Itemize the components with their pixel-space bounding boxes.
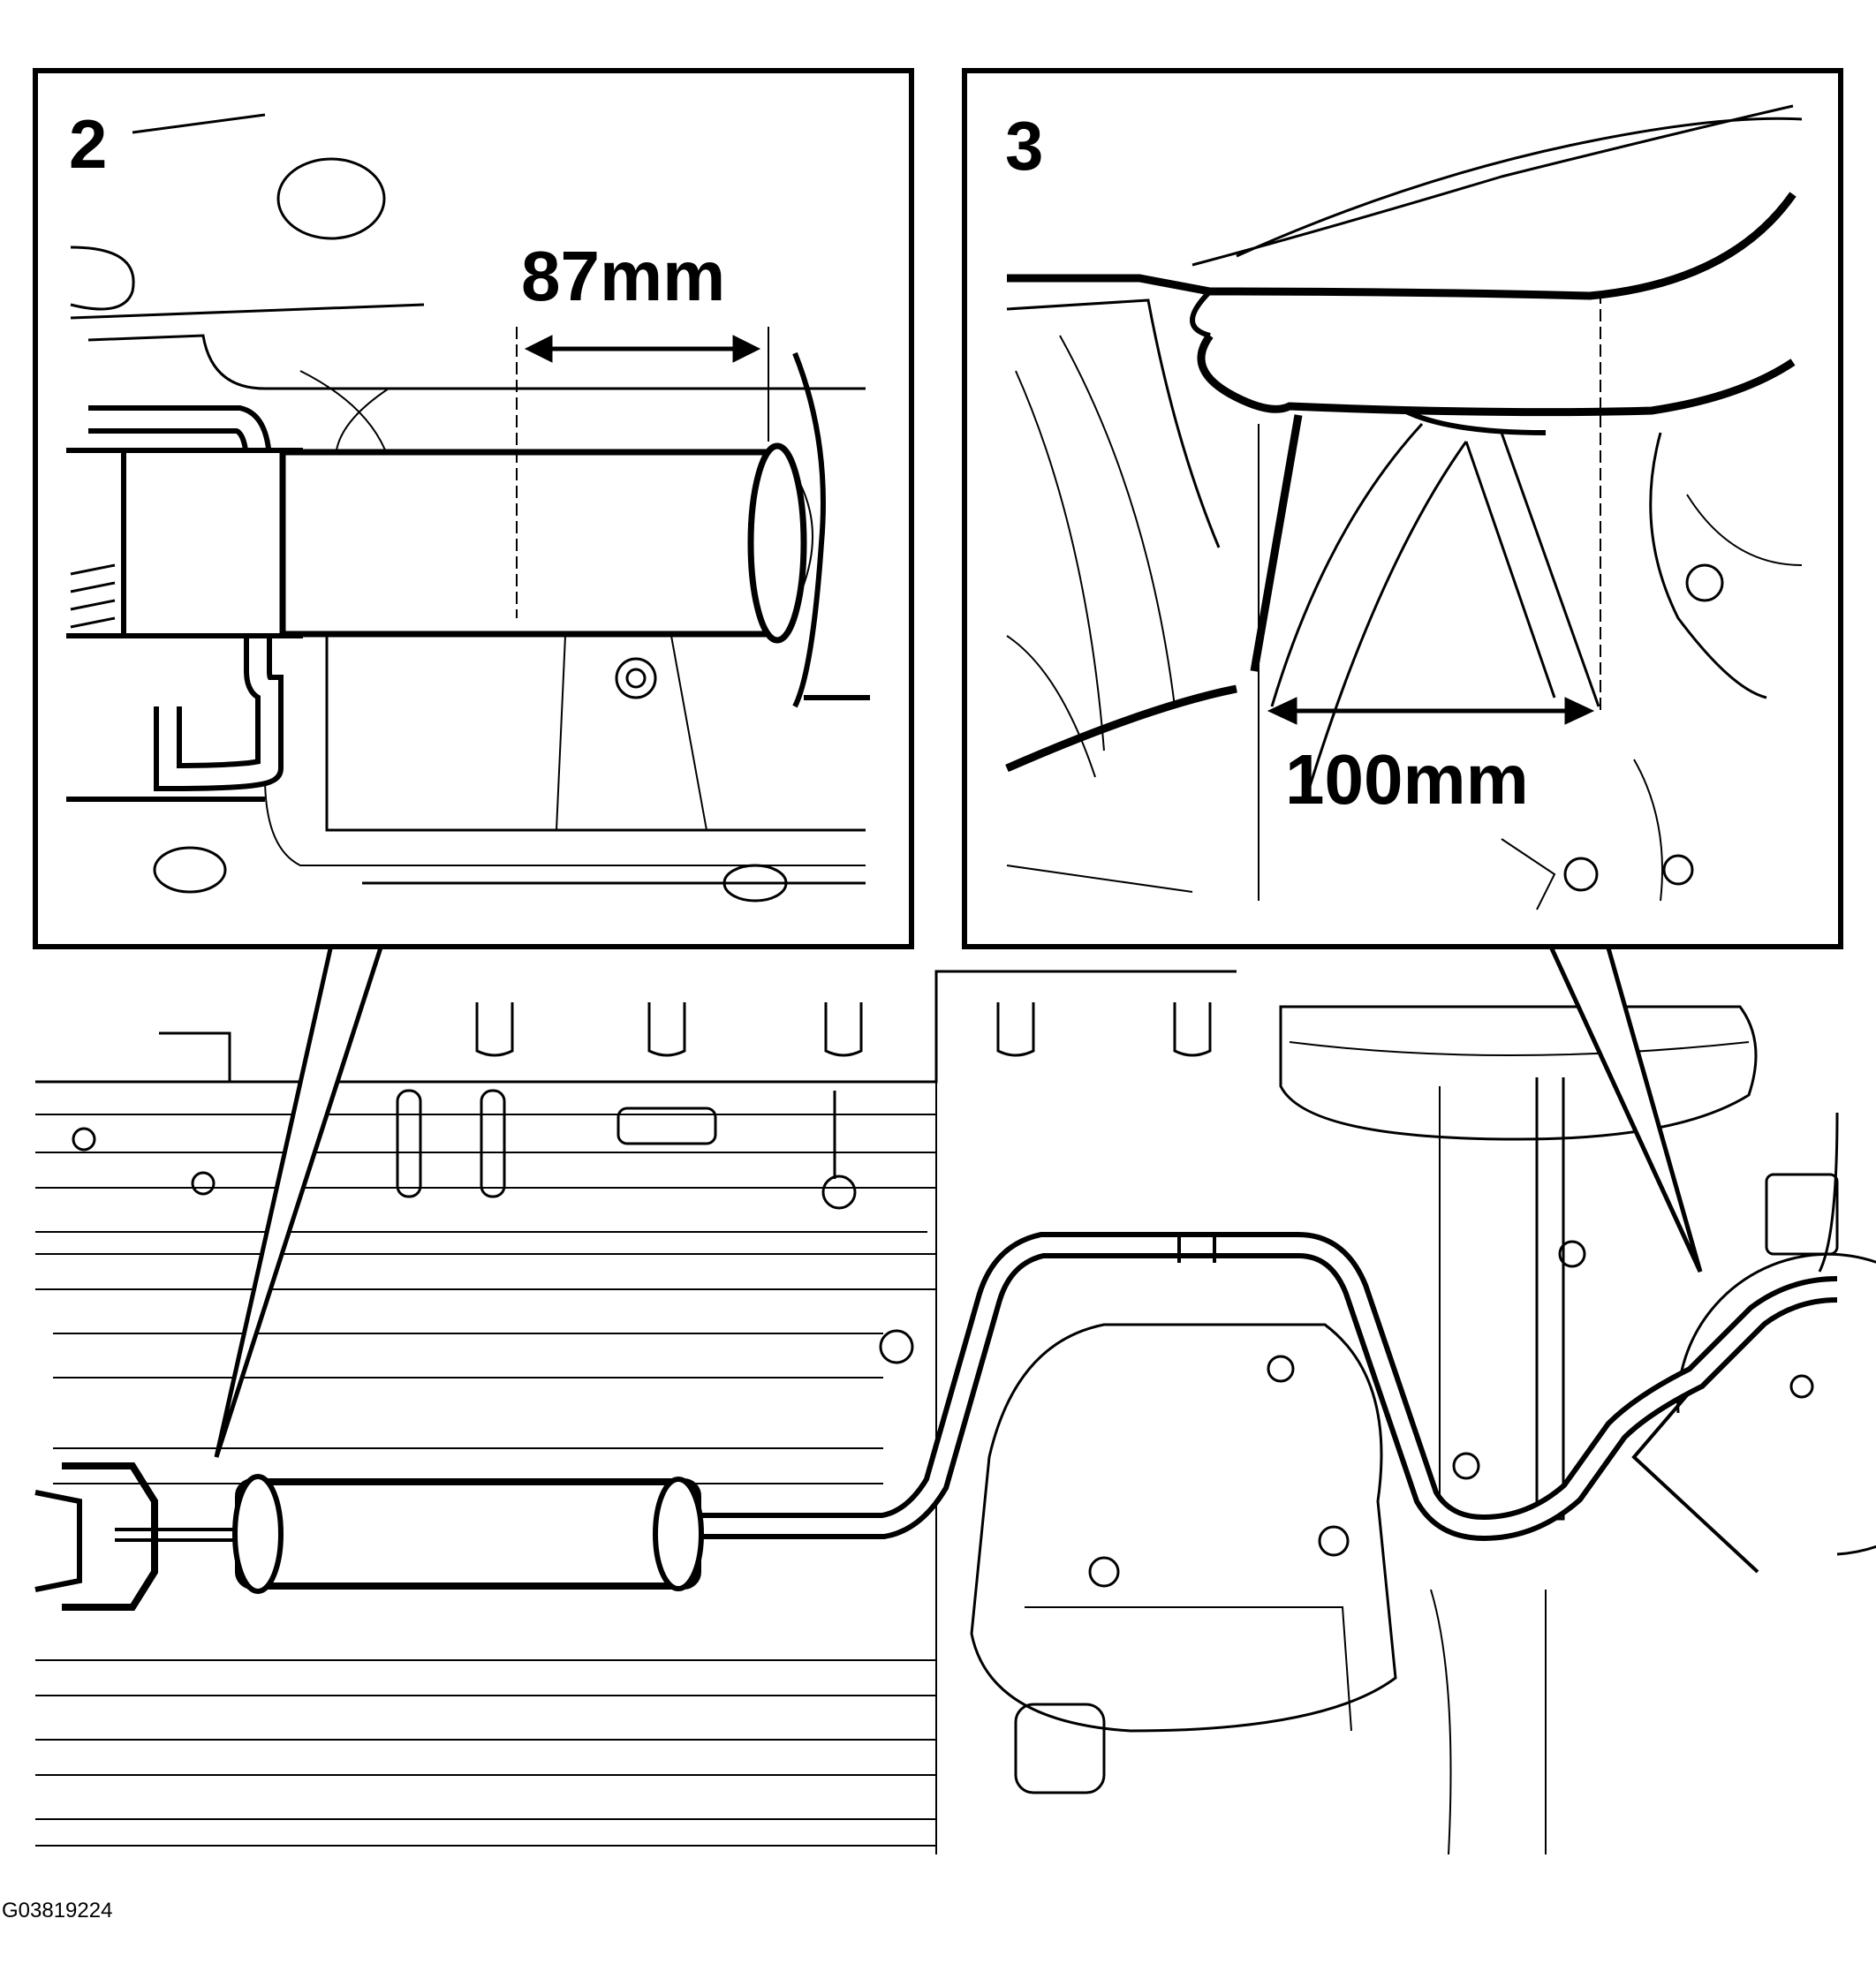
dimension-87mm — [516, 327, 769, 618]
measurement-87mm: 87mm — [521, 237, 725, 315]
exhaust-system — [34, 1232, 1838, 1611]
underbody-view — [35, 970, 1876, 1855]
callout-pointers — [214, 943, 1703, 1458]
detail-panel-3: 3 100mm — [962, 68, 1843, 949]
measurement-100mm: 100mm — [1285, 740, 1529, 819]
callout-number-2: 2 — [69, 105, 107, 183]
dimension-100mm — [1258, 291, 1601, 901]
detail-panel-2: 2 87mm — [33, 68, 914, 949]
callout-number-3: 3 — [1005, 107, 1043, 185]
figure-id: G03819224 — [2, 1899, 113, 1922]
